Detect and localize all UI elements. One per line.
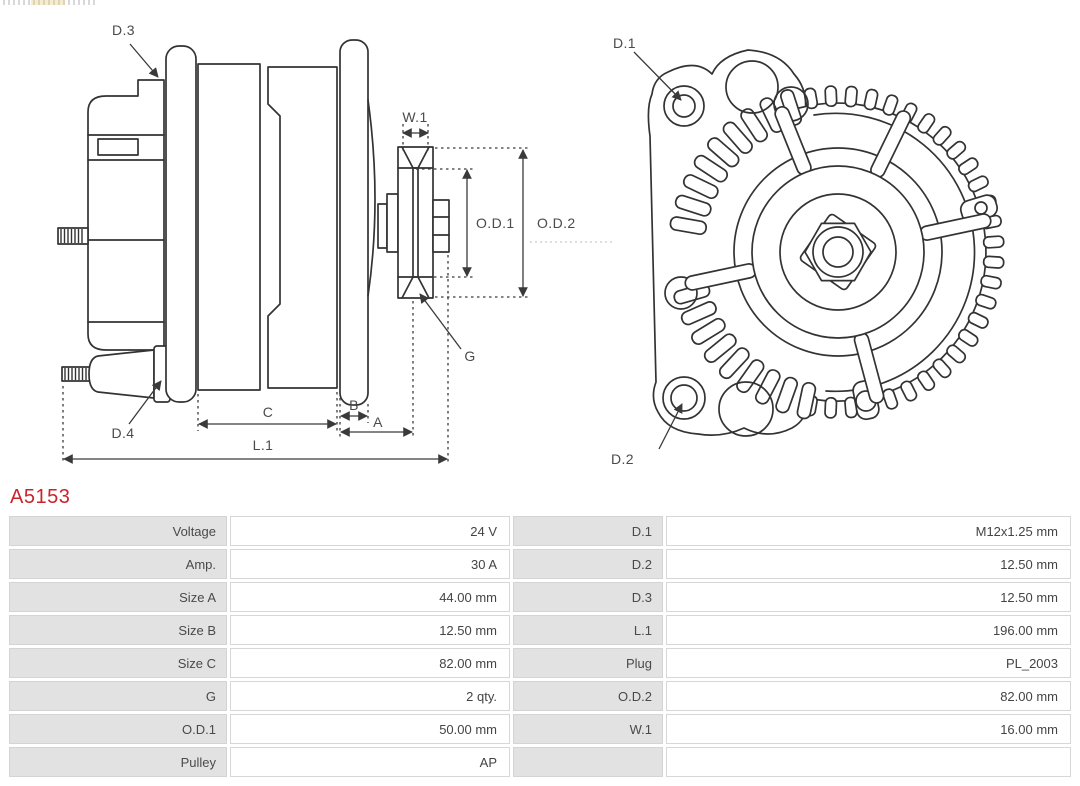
d2-leader-arrow [658,403,683,450]
shaft-end [432,199,450,253]
dim-label-l1: L.1 [253,437,274,453]
rear-bracket [165,45,197,403]
spec-label: Pulley [9,747,227,777]
dim-label-d4: D.4 [112,425,135,441]
spec-label: W.1 [513,714,663,744]
cropped-logo [3,0,97,5]
spec-value: 12.50 mm [230,615,510,645]
table-row: Size C 82.00 mm Plug PL_2003 [9,648,1071,678]
table-row: G 2 qty. O.D.2 82.00 mm [9,681,1071,711]
table-row: Voltage 24 V D.1 M12x1.25 mm [9,516,1071,546]
spec-value: M12x1.25 mm [666,516,1071,546]
cropped-logo-tint [31,0,65,5]
g-leader-arrow [419,293,462,350]
spec-label: Size C [9,648,227,678]
side-view-drawing: D.3 W.1 O.D.1 O.D.2 G D.4 C B A L.1 [57,22,614,464]
spec-value: 82.00 mm [666,681,1071,711]
spec-label: Plug [513,648,663,678]
dim-label-od2: O.D.2 [537,215,576,231]
spec-label: Size A [9,582,227,612]
spec-label: O.D.2 [513,681,663,711]
part-number: A5153 [10,486,71,508]
spec-value: 2 qty. [230,681,510,711]
spec-value: 30 A [230,549,510,579]
drum-inner-edge [813,112,976,393]
spec-label: Amp. [9,549,227,579]
d3-leader-arrow [129,43,159,78]
d1-leader-arrow [633,51,682,101]
dim-label-d2: D.2 [611,451,634,467]
spec-value: 196.00 mm [666,615,1071,645]
spec-value: 24 V [230,516,510,546]
table-row: Size B 12.50 mm L.1 196.00 mm [9,615,1071,645]
shaft-spacer [377,203,388,249]
dim-label-a: A [373,414,383,430]
vent-slots [669,89,817,420]
spec-label: D.1 [513,516,663,546]
dim-label-g: G [464,348,475,364]
hole-d1 [672,94,696,118]
table-row: Pulley AP [9,747,1071,777]
spec-label: D.3 [513,582,663,612]
spec-label: G [9,681,227,711]
spec-label [513,747,663,777]
spec-value: PL_2003 [666,648,1071,678]
spec-value: 12.50 mm [666,582,1071,612]
spec-value: 16.00 mm [666,714,1071,744]
spec-value: 12.50 mm [666,549,1071,579]
dim-label-d1: D.1 [613,35,636,51]
table-row: Amp. 30 A D.2 12.50 mm [9,549,1071,579]
specifications-table: Voltage 24 V D.1 M12x1.25 mm Amp. 30 A D… [6,513,1074,780]
spec-label: Size B [9,615,227,645]
spec-label: D.2 [513,549,663,579]
technical-drawing: D.3 W.1 O.D.1 O.D.2 G D.4 C B A L.1 [57,22,1005,467]
stator-section [267,66,338,389]
lower-boot [88,349,155,399]
dim-label-od1: O.D.1 [476,215,515,231]
spec-label: L.1 [513,615,663,645]
pulley-side [397,146,434,299]
front-view-drawing: D.1 D.2 [611,35,1005,467]
spec-label: O.D.1 [9,714,227,744]
spec-value: 82.00 mm [230,648,510,678]
shaft-collar [386,193,399,253]
spec-value: 44.00 mm [230,582,510,612]
body-section [197,63,261,391]
dim-label-b: B [349,397,359,413]
table-row: Size A 44.00 mm D.3 12.50 mm [9,582,1071,612]
dim-label-d3: D.3 [112,22,135,38]
spec-value: AP [230,747,510,777]
front-bracket [339,39,369,406]
spec-label: Voltage [9,516,227,546]
d4-leader-arrow [128,380,162,425]
dim-label-c: C [263,404,274,420]
spec-value: 50.00 mm [230,714,510,744]
spec-value [666,747,1071,777]
dim-label-w1: W.1 [402,109,427,125]
table-row: O.D.1 50.00 mm W.1 16.00 mm [9,714,1071,744]
hole-d2 [670,384,698,412]
rear-housing [87,79,165,351]
terminal-stud-upper [57,227,89,245]
